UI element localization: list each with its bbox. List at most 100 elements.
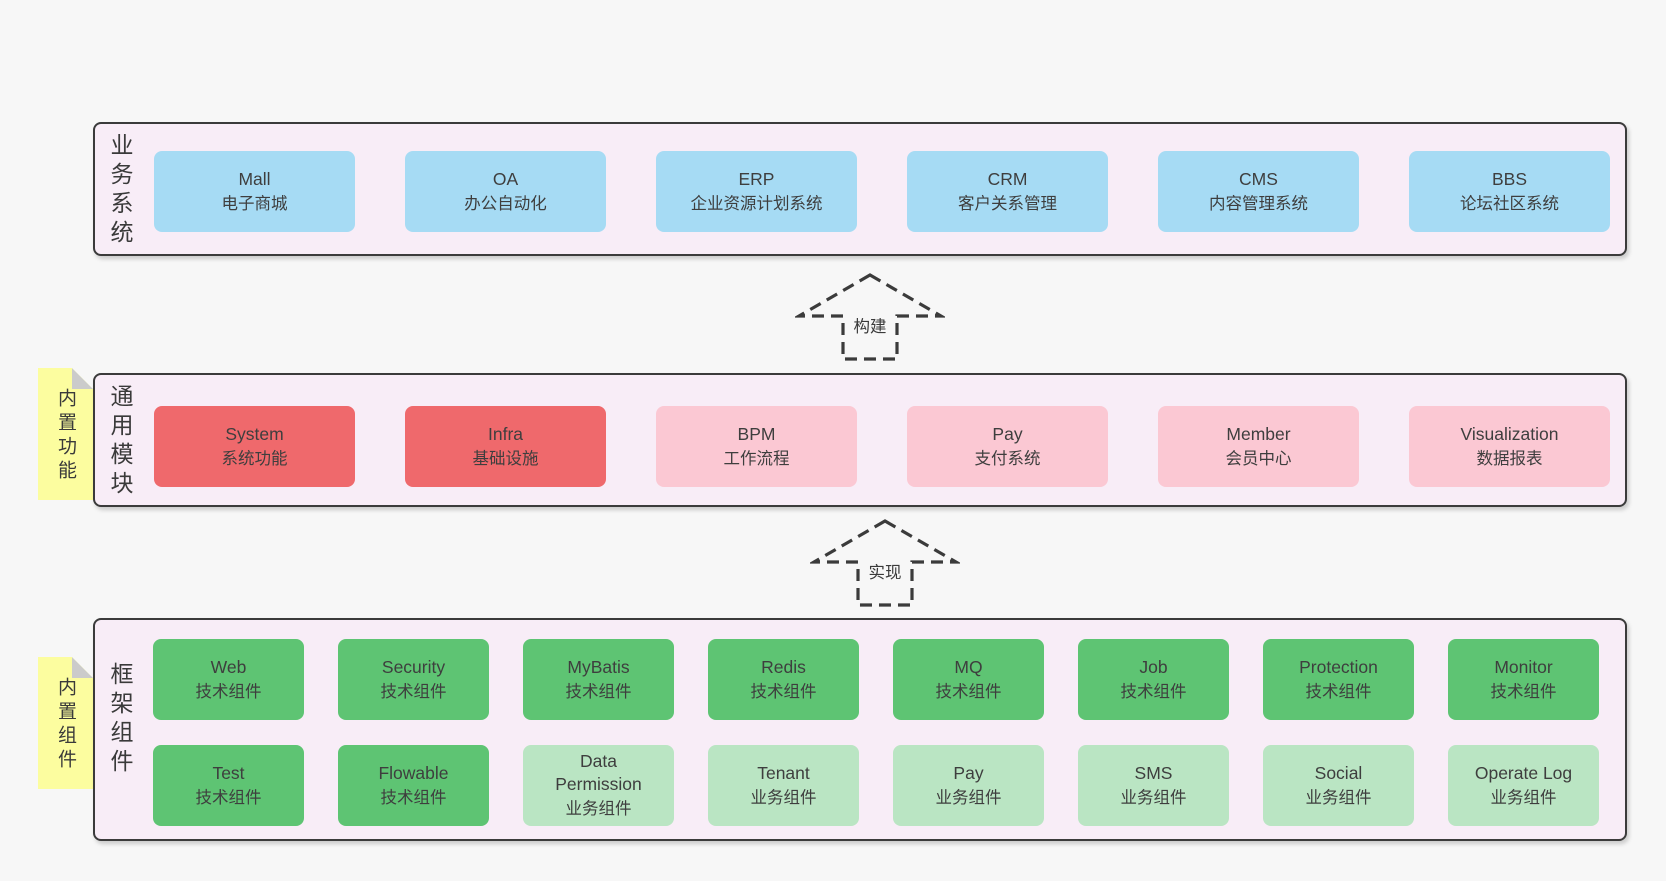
fold-corner-icon (72, 657, 93, 678)
business-systems-row: Mall 电子商城 OA 办公自动化 ERP 企业资源计划系统 CRM 客户关系… (154, 151, 1610, 232)
node-web: Web 技术组件 (153, 639, 304, 720)
node-system: System 系统功能 (154, 406, 355, 487)
node-redis: Redis 技术组件 (708, 639, 859, 720)
node-title: Flowable (378, 762, 449, 783)
node-data-permission: Data Permission 业务组件 (523, 745, 674, 826)
node-title: Visualization (1460, 423, 1559, 444)
node-title: Pay (992, 423, 1023, 444)
node-test: Test 技术组件 (153, 745, 304, 826)
node-subtitle: 技术组件 (750, 682, 817, 701)
node-subtitle: 业务组件 (1490, 788, 1557, 807)
node-subtitle: 客户关系管理 (958, 194, 1057, 213)
arrow-label: 实现 (864, 558, 906, 584)
node-infra: Infra 基础设施 (405, 406, 606, 487)
node-title: Test (212, 762, 245, 783)
node-mq: MQ 技术组件 (893, 639, 1044, 720)
tech-components-row: Web 技术组件 Security 技术组件 MyBatis 技术组件 Redi… (153, 639, 1599, 720)
node-title: Tenant (757, 762, 810, 783)
node-title: MyBatis (567, 656, 630, 677)
sticky-tab-built-in-features: 内置功能 (38, 368, 93, 500)
panel-label-components: 框架组件 (107, 662, 133, 778)
node-subtitle: 支付系统 (974, 449, 1041, 468)
node-subtitle: 技术组件 (1120, 682, 1187, 701)
node-subtitle: 技术组件 (195, 788, 262, 807)
node-title: CRM (987, 168, 1028, 189)
node-subtitle: 工作流程 (723, 449, 790, 468)
node-title: OA (492, 168, 519, 189)
node-mybatis: MyBatis 技术组件 (523, 639, 674, 720)
node-subtitle: 数据报表 (1476, 449, 1543, 468)
node-member: Member 会员中心 (1158, 406, 1359, 487)
node-title: Job (1139, 656, 1168, 677)
arrow-label: 构建 (849, 312, 891, 338)
node-flowable: Flowable 技术组件 (338, 745, 489, 826)
panel-label-modules: 通用模块 (107, 384, 133, 500)
node-subtitle: 内容管理系统 (1209, 194, 1308, 213)
node-pay: Pay 支付系统 (907, 406, 1108, 487)
common-modules-panel: 通用模块 System 系统功能 Infra 基础设施 BPM 工作流程 Pay… (93, 373, 1627, 507)
framework-components-panel: 框架组件 Web 技术组件 Security 技术组件 MyBatis 技术组件… (93, 618, 1627, 841)
dashed-up-arrow-icon (795, 273, 945, 361)
node-oa: OA 办公自动化 (405, 151, 606, 232)
node-subtitle: 企业资源计划系统 (690, 194, 823, 213)
node-title: System (225, 423, 284, 444)
node-title: Redis (761, 656, 806, 677)
node-subtitle: 业务组件 (935, 788, 1002, 807)
node-subtitle: 办公自动化 (464, 194, 547, 213)
node-bbs: BBS 论坛社区系统 (1409, 151, 1610, 232)
node-subtitle: 技术组件 (380, 788, 447, 807)
node-visualization: Visualization 数据报表 (1409, 406, 1610, 487)
sticky-tab-built-in-components: 内置组件 (38, 657, 93, 789)
business-systems-panel: 业务系统 Mall 电子商城 OA 办公自动化 ERP 企业资源计划系统 CRM… (93, 122, 1627, 256)
node-sms: SMS 业务组件 (1078, 745, 1229, 826)
implement-arrow: 实现 (810, 518, 960, 608)
common-modules-row: System 系统功能 Infra 基础设施 BPM 工作流程 Pay 支付系统… (154, 406, 1610, 487)
business-components-row: Test 技术组件 Flowable 技术组件 Data Permission … (153, 745, 1599, 826)
node-title: Security (381, 656, 446, 677)
node-title: Member (1226, 423, 1291, 444)
node-subtitle: 电子商城 (221, 194, 288, 213)
node-title: BBS (1491, 168, 1528, 189)
node-title: ERP (738, 168, 775, 189)
node-subtitle: 技术组件 (565, 682, 632, 701)
node-security: Security 技术组件 (338, 639, 489, 720)
node-subtitle: 业务组件 (750, 788, 817, 807)
node-social: Social 业务组件 (1263, 745, 1414, 826)
node-title: Social (1314, 762, 1363, 783)
node-monitor: Monitor 技术组件 (1448, 639, 1599, 720)
node-protection: Protection 技术组件 (1263, 639, 1414, 720)
node-subtitle: 基础设施 (472, 449, 539, 468)
node-subtitle: 业务组件 (1120, 788, 1187, 807)
node-title: Monitor (1494, 656, 1553, 677)
node-subtitle: 业务组件 (1305, 788, 1372, 807)
node-operate-log: Operate Log 业务组件 (1448, 745, 1599, 826)
fold-corner-icon (72, 368, 93, 389)
node-title: Pay (953, 762, 984, 783)
node-cms: CMS 内容管理系统 (1158, 151, 1359, 232)
node-title: Mall (238, 168, 271, 189)
node-crm: CRM 客户关系管理 (907, 151, 1108, 232)
node-title: SMS (1134, 762, 1173, 783)
sticky-tab-label: 内置组件 (55, 677, 76, 773)
node-title: MQ (954, 656, 983, 677)
node-title: CMS (1239, 168, 1278, 189)
node-title: Data Permission (555, 751, 642, 795)
node-subtitle: 技术组件 (1305, 682, 1372, 701)
node-title: Operate Log (1474, 762, 1573, 783)
node-subtitle: 技术组件 (195, 682, 262, 701)
node-subtitle: 技术组件 (1490, 682, 1557, 701)
node-mall: Mall 电子商城 (154, 151, 355, 232)
node-title: Infra (487, 423, 524, 444)
node-pay-business: Pay 业务组件 (893, 745, 1044, 826)
node-subtitle: 系统功能 (221, 449, 288, 468)
node-erp: ERP 企业资源计划系统 (656, 151, 857, 232)
node-title: Protection (1299, 656, 1378, 677)
dashed-up-arrow-icon (810, 519, 960, 607)
node-subtitle: 业务组件 (565, 800, 632, 819)
node-bpm: BPM 工作流程 (656, 406, 857, 487)
node-subtitle: 论坛社区系统 (1460, 194, 1559, 213)
node-subtitle: 会员中心 (1225, 449, 1292, 468)
sticky-tab-label: 内置功能 (55, 388, 76, 484)
build-arrow: 构建 (795, 272, 945, 362)
